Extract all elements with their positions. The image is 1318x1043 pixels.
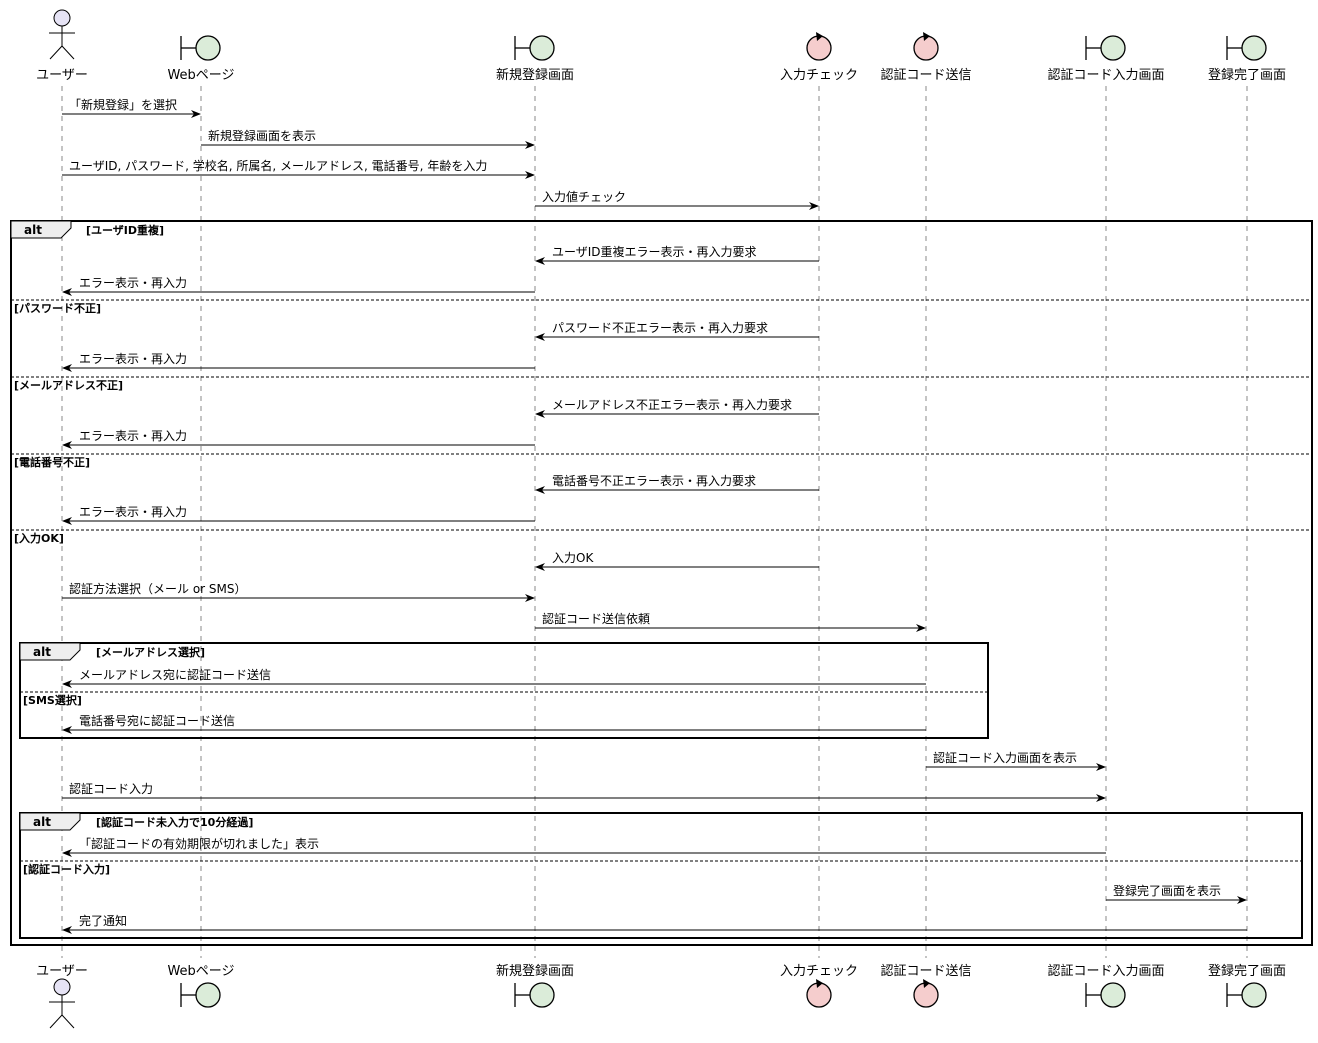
message-0: 「新規登録」を選択 (62, 97, 201, 118)
message-label: 認証コード送信依頼 (542, 611, 650, 626)
participant-heads: ユーザーユーザーWebページWebページ新規登録画面新規登録画面入力チェック入力… (36, 9, 1286, 1029)
message-label: 認証方法選択（メール or SMS） (69, 581, 247, 596)
message-label: 入力値チェック (542, 189, 626, 204)
message-17: 認証コード入力画面を表示 (926, 750, 1106, 771)
boundary-icon (514, 35, 555, 61)
message-6: パスワード不正エラー表示・再入力要求 (535, 321, 819, 341)
message-3: 入力値チェック (535, 189, 819, 210)
message-label: エラー表示・再入力 (79, 505, 187, 519)
message-11: エラー表示・再入力 (62, 505, 535, 525)
fragment-alt-1: alt [メールアドレス選択] [SMS選択] (19, 642, 989, 739)
participant-label-top-done: 登録完了画面 (1208, 68, 1286, 83)
boundary-icon (1085, 35, 1126, 61)
message-2: ユーザID, パスワード, 学校名, 所属名, メールアドレス, 電話番号, 年… (62, 158, 535, 179)
participant-label-top-web: Webページ (167, 68, 234, 83)
message-10: 電話番号不正エラー表示・再入力要求 (535, 473, 819, 494)
control-icon (806, 979, 832, 1008)
message-label: エラー表示・再入力 (79, 352, 187, 366)
message-label: 「認証コードの有効期限が切れました」表示 (79, 836, 319, 851)
fragment-condition: [ユーザID重複] (86, 223, 164, 237)
message-19: 「認証コードの有効期限が切れました」表示 (62, 836, 1106, 857)
fragment-condition: [入力OK] (14, 531, 64, 545)
participant-label-bottom-chk: 入力チェック (780, 964, 858, 979)
fragment-condition: [認証コード未入力で10分経過] (96, 815, 253, 829)
boundary-icon (180, 982, 221, 1008)
fragment-condition: [認証コード入力] (23, 862, 110, 876)
control-icon (913, 979, 939, 1008)
message-label: パスワード不正エラー表示・再入力要求 (552, 321, 768, 335)
boundary-icon (1226, 982, 1267, 1008)
fragments: alt [ユーザID重複] [パスワード不正] [メールアドレス不正] [電話番号不正]… (10, 220, 1313, 946)
participant-label-top-chk: 入力チェック (780, 68, 858, 83)
message-label: ユーザID重複エラー表示・再入力要求 (552, 244, 757, 259)
message-4: ユーザID重複エラー表示・再入力要求 (535, 244, 819, 265)
participant-label-top-user: ユーザー (36, 68, 88, 83)
message-label: 電話番号不正エラー表示・再入力要求 (552, 473, 756, 488)
message-label: 認証コード入力 (69, 781, 153, 796)
message-12: 入力OK (535, 551, 819, 571)
message-label: 完了通知 (79, 913, 127, 928)
boundary-icon (1226, 35, 1267, 61)
message-5: エラー表示・再入力 (62, 276, 535, 296)
message-7: エラー表示・再入力 (62, 352, 535, 372)
fragment-alt-2: alt [認証コード未入力で10分経過] [認証コード入力] (19, 812, 1303, 939)
fragment-condition: [電話番号不正] (14, 455, 90, 469)
participant-label-top-reg: 新規登録画面 (496, 67, 574, 83)
message-16: 電話番号宛に認証コード送信 (62, 713, 926, 734)
message-21: 完了通知 (62, 913, 1247, 934)
message-label: 電話番号宛に認証コード送信 (79, 713, 235, 728)
fragment-alt-0: alt [ユーザID重複] [パスワード不正] [メールアドレス不正] [電話番号不正]… (10, 220, 1313, 946)
actor-icon (49, 978, 75, 1029)
participant-label-bottom-send: 認証コード送信 (880, 963, 971, 979)
participant-label-bottom-web: Webページ (167, 964, 234, 979)
fragment-keyword: alt (33, 815, 51, 829)
message-label: メールアドレス宛に認証コード送信 (79, 667, 271, 682)
fragment-tab (19, 812, 81, 831)
message-1: 新規登録画面を表示 (201, 128, 535, 149)
message-label: 入力OK (552, 551, 594, 565)
message-label: ユーザID, パスワード, 学校名, 所属名, メールアドレス, 電話番号, 年… (69, 158, 487, 173)
participant-label-bottom-user: ユーザー (36, 964, 88, 979)
message-20: 登録完了画面を表示 (1106, 883, 1247, 904)
message-15: メールアドレス宛に認証コード送信 (62, 667, 926, 688)
fragment-condition: [メールアドレス不正] (14, 379, 123, 392)
fragment-condition: [SMS選択] (23, 693, 82, 707)
participant-label-bottom-done: 登録完了画面 (1208, 964, 1286, 979)
boundary-icon (180, 35, 221, 61)
control-icon (913, 32, 939, 61)
message-18: 認証コード入力 (62, 781, 1106, 802)
fragment-condition: [メールアドレス選択] (96, 645, 205, 659)
boundary-icon (1085, 982, 1126, 1008)
message-8: メールアドレス不正エラー表示・再入力要求 (535, 398, 819, 418)
message-9: エラー表示・再入力 (62, 429, 535, 449)
message-13: 認証方法選択（メール or SMS） (62, 581, 535, 602)
participant-label-bottom-codein: 認証コード入力画面 (1047, 963, 1164, 979)
participant-label-bottom-reg: 新規登録画面 (496, 963, 574, 979)
boundary-icon (514, 982, 555, 1008)
participant-label-top-codein: 認証コード入力画面 (1047, 67, 1164, 83)
fragment-keyword: alt (24, 223, 42, 237)
control-icon (806, 32, 832, 61)
message-label: 認証コード入力画面を表示 (933, 750, 1077, 765)
participant-label-top-send: 認証コード送信 (880, 67, 971, 83)
message-label: 新規登録画面を表示 (208, 128, 316, 143)
actor-icon (49, 9, 75, 60)
message-label: エラー表示・再入力 (79, 276, 187, 290)
fragment-condition: [パスワード不正] (14, 302, 101, 315)
fragment-keyword: alt (33, 645, 51, 659)
message-label: メールアドレス不正エラー表示・再入力要求 (552, 398, 792, 412)
message-label: 「新規登録」を選択 (69, 97, 177, 112)
message-label: エラー表示・再入力 (79, 429, 187, 443)
fragment-tab (19, 642, 81, 661)
message-14: 認証コード送信依頼 (535, 611, 926, 632)
fragment-tab (10, 220, 72, 239)
message-label: 登録完了画面を表示 (1113, 883, 1221, 898)
